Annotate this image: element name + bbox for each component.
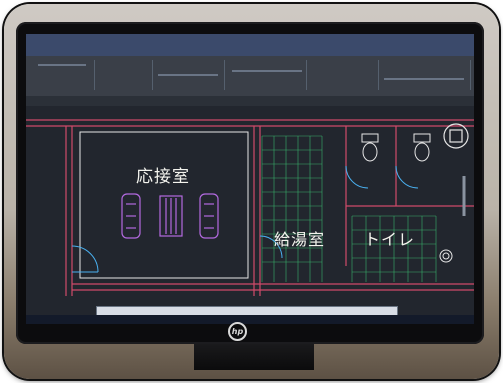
- ribbon-group: [226, 60, 307, 90]
- reception-room-outline: [79, 131, 249, 279]
- hp-logo: hp: [228, 322, 247, 341]
- title-bar: [26, 34, 474, 56]
- toilet-fixtures: [361, 133, 453, 263]
- floor-plan-drawing: [26, 106, 474, 306]
- ribbon-tools: [38, 64, 86, 66]
- cad-screen: 応接室 給湯室 トイレ: [26, 34, 474, 324]
- ribbon-group: [380, 60, 471, 90]
- ribbon-group: [34, 60, 95, 90]
- ribbon-group: [308, 60, 379, 90]
- reception-room-label: 応接室: [136, 167, 190, 187]
- windows-taskbar: [26, 315, 474, 324]
- reception-furniture: [121, 193, 219, 239]
- kitchenette-tile-grid: [261, 135, 323, 282]
- walls: [26, 119, 474, 296]
- monitor: 応接室 給湯室 トイレ: [16, 22, 484, 344]
- ribbon-group: [154, 60, 225, 90]
- kitchenette-label: 給湯室: [274, 230, 326, 249]
- ribbon-toolbar: [26, 56, 474, 96]
- ribbon-tools: [384, 78, 464, 80]
- viewcube-icon[interactable]: [443, 123, 469, 149]
- document-tab-bar: [26, 96, 474, 106]
- door-swings: [71, 165, 419, 273]
- toilet-label: トイレ: [364, 230, 416, 249]
- ribbon-tools: [232, 70, 302, 72]
- photo-frame: 応接室 給湯室 トイレ hp: [4, 4, 499, 379]
- ribbon-tools: [158, 74, 218, 76]
- ribbon-group: [96, 60, 153, 90]
- toilet-tile-grid: [351, 215, 437, 282]
- monitor-stand: [194, 344, 314, 370]
